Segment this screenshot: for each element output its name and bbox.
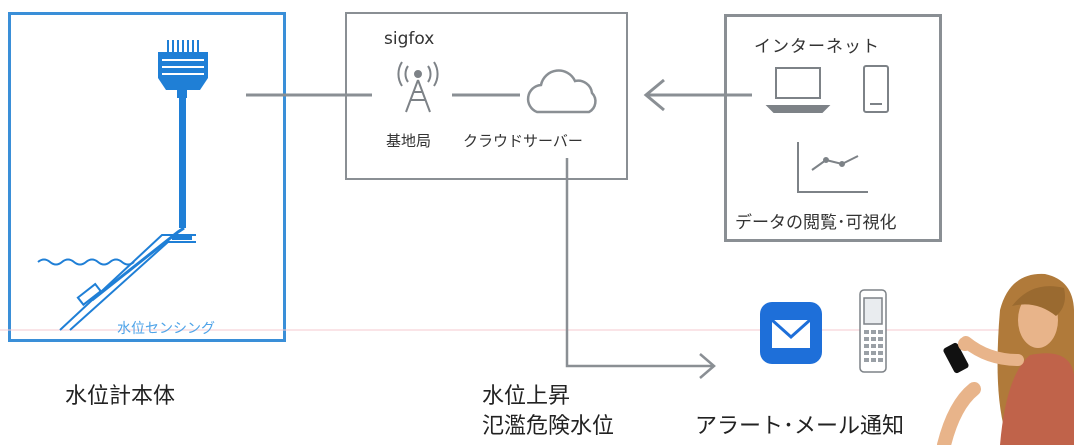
sigfox-label: sigfox xyxy=(384,29,435,49)
arrow-internet-to-cloud xyxy=(643,78,752,112)
radio-tower-icon xyxy=(397,61,439,113)
flood-danger-label: 氾濫危険水位 xyxy=(482,414,615,439)
water-rise-label: 水位上昇 xyxy=(482,384,571,409)
base-station-label: 基地局 xyxy=(386,132,432,150)
data-view-label: データの閲覧･可視化 xyxy=(735,213,897,233)
alert-mail-label: アラート･メール通知 xyxy=(695,414,905,439)
cloud-server-label: クラウドサーバー xyxy=(463,132,583,150)
tablet-icon xyxy=(863,65,889,113)
water-sensing-label: 水位センシング xyxy=(117,321,215,337)
laptop-icon xyxy=(765,67,831,113)
line-chart-icon xyxy=(797,142,868,193)
internet-box xyxy=(724,14,942,242)
mail-app-icon xyxy=(760,302,822,364)
water-gauge-icon xyxy=(37,40,208,331)
internet-label: インターネット xyxy=(754,37,880,57)
feature-phone-icon xyxy=(859,289,887,373)
alert-route-arrow xyxy=(565,158,716,379)
gauge-body-label: 水位計本体 xyxy=(65,384,176,409)
woman-with-phone-illustration xyxy=(937,273,1074,445)
sensor-box xyxy=(8,12,286,342)
cloud-icon xyxy=(526,69,597,114)
